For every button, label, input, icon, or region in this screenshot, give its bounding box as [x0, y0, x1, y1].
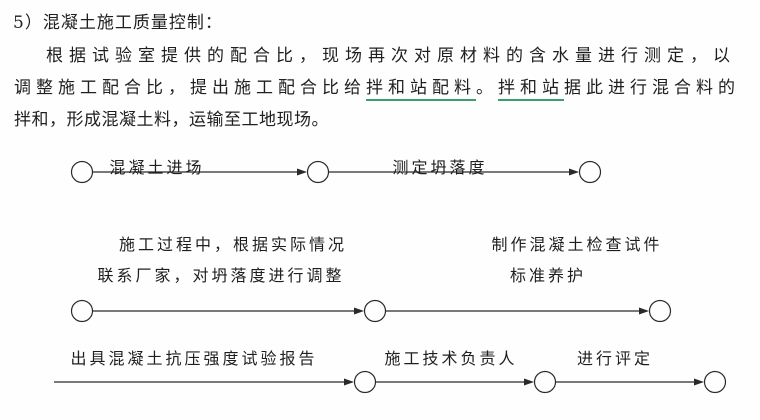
- flow-node-circle: [703, 370, 727, 394]
- flow-node-circle: [306, 160, 330, 184]
- spellcheck-underlined-text-2: 拌和站: [498, 78, 564, 101]
- flow-label-slump-test: 测定坍落度: [392, 158, 488, 177]
- text-run: 据此进行混合料的: [564, 78, 740, 98]
- flow-label-make-test-specimen: 制作混凝土检查试件: [491, 235, 663, 254]
- flow-arrowhead: [694, 378, 704, 386]
- flow-label-evaluation: 进行评定: [576, 349, 654, 368]
- flow-label-strength-test-report: 出具混凝土抗压强度试验报告: [70, 349, 318, 368]
- flow-arrowhead: [569, 168, 579, 176]
- flow-node-circle: [70, 299, 94, 323]
- flow-node-circle: [648, 299, 672, 323]
- flow-arrowhead: [354, 307, 364, 315]
- flow-label-standard-curing: 标准养护: [509, 266, 587, 285]
- flow-node-circle: [578, 160, 602, 184]
- flow-arrowhead: [524, 378, 534, 386]
- paragraph-line-1: 根据试验室提供的配合比，现场再次对原材料的含水量进行测定，以: [46, 46, 736, 66]
- flow-label-contact-factory: 联系厂家，对坍落度进行调整: [97, 266, 345, 285]
- text-run: 。: [476, 78, 498, 98]
- flow-node-circle: [70, 160, 94, 184]
- paragraph-line-3: 拌和，形成混凝土料，运输至工地现场。: [14, 110, 329, 130]
- text-run: 调整施工配合比，提出施工配合比给: [14, 78, 366, 98]
- spellcheck-underlined-text-1: 拌和站配料: [366, 78, 476, 101]
- flow-label-technical-director: 施工技术负责人: [384, 349, 518, 368]
- flow-node-circle: [533, 370, 557, 394]
- flow-label-concrete-arrival: 混凝土进场: [109, 158, 205, 177]
- flow-arrowhead: [297, 168, 307, 176]
- flow-arrowhead: [639, 307, 649, 315]
- flow-arrowhead: [344, 378, 354, 386]
- flow-label-during-construction: 施工过程中，根据实际情况: [118, 235, 348, 254]
- flow-node-circle: [353, 370, 377, 394]
- section-heading: 5）混凝土施工质量控制：: [13, 13, 223, 33]
- flow-node-circle: [363, 299, 387, 323]
- paragraph-line-2: 调整施工配合比，提出施工配合比给拌和站配料。拌和站据此进行混合料的: [14, 73, 740, 101]
